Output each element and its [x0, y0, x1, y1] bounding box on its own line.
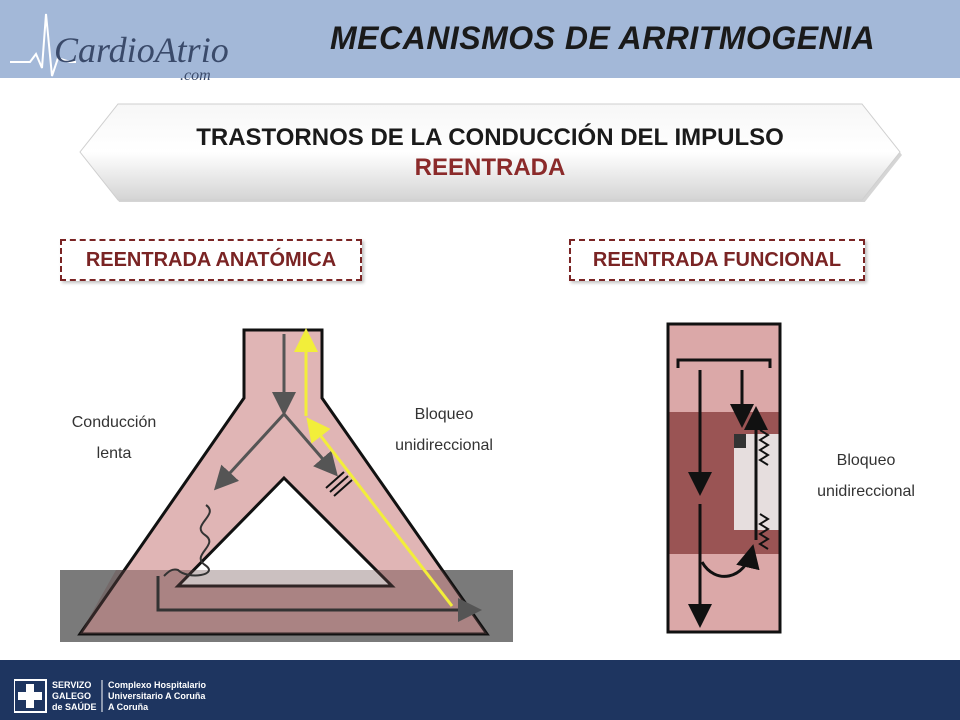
footer-hosp-2: Universitario A Coruña	[108, 691, 206, 701]
label-reentrada-funcional: REENTRADA FUNCIONAL	[569, 239, 865, 281]
label-unidireccional-anat: unidireccional	[395, 437, 493, 454]
functional-border	[666, 322, 782, 634]
cross-icon	[14, 679, 47, 713]
banner-title: TRASTORNOS DE LA CONDUCCIÓN DEL IMPULSO	[196, 124, 784, 151]
slow-conduction-wave	[163, 504, 211, 577]
label-bloqueo-anat: Bloqueo	[414, 406, 474, 423]
logo-subtext: .com	[180, 67, 211, 84]
block-square	[734, 434, 746, 448]
footer-org-3: de SAÚDE	[52, 701, 97, 712]
footer-bar	[0, 660, 960, 720]
anatomic-reentry-diagram	[60, 322, 782, 642]
header-bar	[0, 0, 960, 78]
label-reentrada-anatomica: REENTRADA ANATÓMICA	[60, 239, 362, 281]
banner-subtitle: REENTRADA	[414, 154, 566, 181]
footer-org-1: SERVIZO	[52, 680, 91, 690]
block-mark-1	[325, 471, 345, 489]
tissue-inner	[174, 475, 396, 588]
arrow-base-circuit	[156, 576, 482, 622]
func-wave-top	[758, 429, 770, 466]
label-unidireccional-func: unidireccional	[817, 483, 915, 500]
page-title: MECANISMOS DE ARRITMOGENIA	[330, 20, 876, 56]
label-conduccion: Conducción	[71, 414, 157, 431]
arrow-left-branch	[213, 412, 286, 491]
block-mark-3	[333, 479, 353, 497]
block-mark-2	[329, 475, 349, 493]
arrow-func-curve	[700, 544, 760, 578]
banner-shape	[79, 103, 902, 202]
label-lenta: lenta	[96, 445, 132, 462]
arrow-yellow-retrograde	[306, 417, 454, 607]
sergas-logo: SERVIZO GALEGO de SAÚDE Complexo Hospita…	[14, 679, 207, 713]
footer-hosp-1: Complexo Hospitalario	[108, 680, 207, 690]
logo-text: CardioAtrio	[54, 30, 229, 70]
footer-hosp-3: A Coruña	[108, 702, 149, 712]
tissue-base-shade	[80, 570, 487, 634]
bracket	[676, 358, 772, 368]
label-bloqueo-func: Bloqueo	[836, 452, 896, 469]
footer-org-2: GALEGO	[52, 691, 91, 701]
cardioatrio-logo: CardioAtrio .com	[10, 13, 229, 84]
ecg-line-icon	[10, 13, 76, 77]
func-wave-bottom	[758, 513, 770, 550]
banner-text: TRASTORNOS DE LA CONDUCCIÓN DEL IMPULSO …	[78, 124, 902, 182]
